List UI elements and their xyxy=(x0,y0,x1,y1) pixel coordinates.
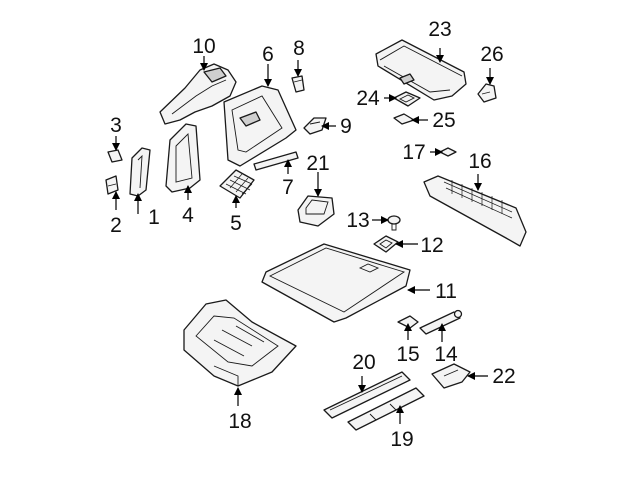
callout-13: 13 xyxy=(346,209,369,232)
callout-11: 11 xyxy=(435,280,457,303)
callout-16: 16 xyxy=(468,150,491,173)
callout-2: 2 xyxy=(110,214,122,237)
callout-22: 22 xyxy=(492,365,515,388)
part-19-rail xyxy=(347,387,425,431)
callout-9: 9 xyxy=(340,115,352,138)
part-25-pad xyxy=(393,113,415,125)
part-18-cargo-tray xyxy=(183,299,297,387)
part-20-rail xyxy=(323,371,411,419)
callout-14: 14 xyxy=(434,343,458,366)
callout-17: 17 xyxy=(402,141,425,164)
callout-18: 18 xyxy=(228,410,251,433)
part-5-grille xyxy=(219,169,255,199)
callout-8: 8 xyxy=(293,37,305,60)
callout-25: 25 xyxy=(432,109,455,132)
callout-6: 6 xyxy=(262,43,274,66)
callout-labels: 10 6 8 9 3 2 1 4 5 7 21 13 12 11 23 24 2… xyxy=(110,18,516,451)
callout-23: 23 xyxy=(428,18,451,41)
leader-lines xyxy=(112,48,494,424)
callout-5: 5 xyxy=(230,212,242,235)
part-22-bracket xyxy=(431,363,471,389)
callout-3: 3 xyxy=(110,114,122,137)
callout-1: 1 xyxy=(148,206,160,229)
part-14-strut xyxy=(419,309,463,335)
callout-21: 21 xyxy=(306,152,329,175)
part-2-clip xyxy=(105,175,119,195)
part-24-bracket xyxy=(393,91,421,107)
callout-15: 15 xyxy=(396,343,419,366)
part-6-side-panel xyxy=(223,85,297,167)
callout-19: 19 xyxy=(390,428,413,451)
part-8-clip xyxy=(291,75,305,93)
callout-4: 4 xyxy=(182,204,194,227)
part-12-cover-plate xyxy=(373,235,399,253)
callout-20: 20 xyxy=(352,351,375,374)
part-13-fastener xyxy=(387,215,401,231)
callout-7: 7 xyxy=(282,176,294,199)
part-1-trim-strip xyxy=(129,147,151,197)
part-16-sill-plate xyxy=(423,175,527,247)
part-10-upper-side-trim xyxy=(159,63,237,125)
part-21-storage-bin xyxy=(297,195,335,227)
callout-24: 24 xyxy=(356,87,380,110)
part-17-clip xyxy=(439,147,457,157)
part-7-trim-strip xyxy=(253,151,299,171)
part-3-clip xyxy=(107,149,123,163)
callout-12: 12 xyxy=(420,234,443,257)
part-11-floor-cover xyxy=(261,243,411,323)
callout-10: 10 xyxy=(192,35,215,58)
part-23-luggage-cover xyxy=(375,39,467,101)
part-4-pillar-trim xyxy=(165,123,201,193)
callout-26: 26 xyxy=(480,43,503,66)
part-26-bracket xyxy=(477,83,497,103)
